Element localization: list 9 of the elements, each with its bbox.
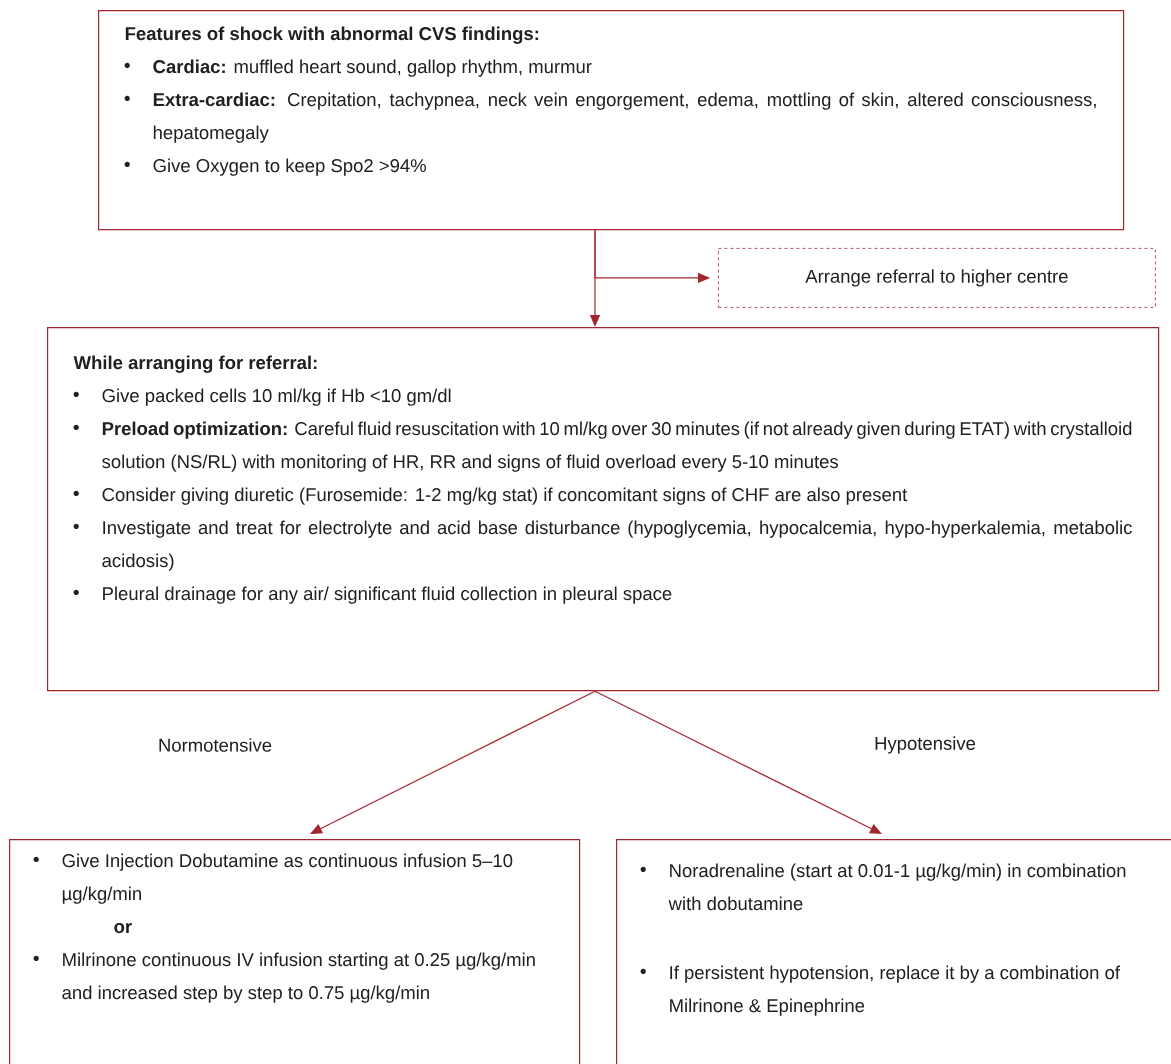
arrow xyxy=(594,690,882,834)
flow-box: Give Injection Dobutamine as continuous infusion 5–10 µg/kg/min or Milrinone continuous IV infusion starting at 0.25 µg/kg/min and increased step by step to 0.75 µg/kg/min xyxy=(9,839,581,1064)
flow-box: While arranging for referral: Give packed cells 10 ml/kg if Hb <10 gm/dl Preload optimization: Careful fluid resuscitation with 10 ml/kg over 30 minutes (if not already given during ETAT) with crystalloid solution (NS/RL) with monitoring of HR, RR and signs of fluid overload every 5-10 minutes Consider giving diuretic (Furosemide: 1-2 mg/kg stat) if concomitant signs of CHF are also present Investigate and treat for electrolyte and acid base disturbance (hypoglycemia, hypocalcemia, hypo-hyperkalemia, metabolic acidosis) Pleural drainage for any air/ significant fluid collection in pleural space xyxy=(47,327,1160,692)
arrow xyxy=(310,690,596,834)
flow-box: Features of shock with abnormal CVS findings: Cardiac: muffled heart sound, gallop rhythm, murmur Extra-cardiac: Crepitation, tachypnea, neck vein engorgement, edema, mottling of skin, altered consciousness, hepatomegaly Give Oxygen to keep Spo2 >94% xyxy=(98,10,1125,231)
flow-box: Arrange referral to higher centre xyxy=(718,248,1156,308)
edge-label: Hypotensive xyxy=(872,734,978,756)
flow-box: Noradrenaline (start at 0.01-1 µg/kg/min) in combination with dobutamine If persistent hypotension, replace it by a combination of Milrinone & Epinephrine xyxy=(616,839,1171,1064)
edge-label: Normotensive xyxy=(155,736,275,754)
